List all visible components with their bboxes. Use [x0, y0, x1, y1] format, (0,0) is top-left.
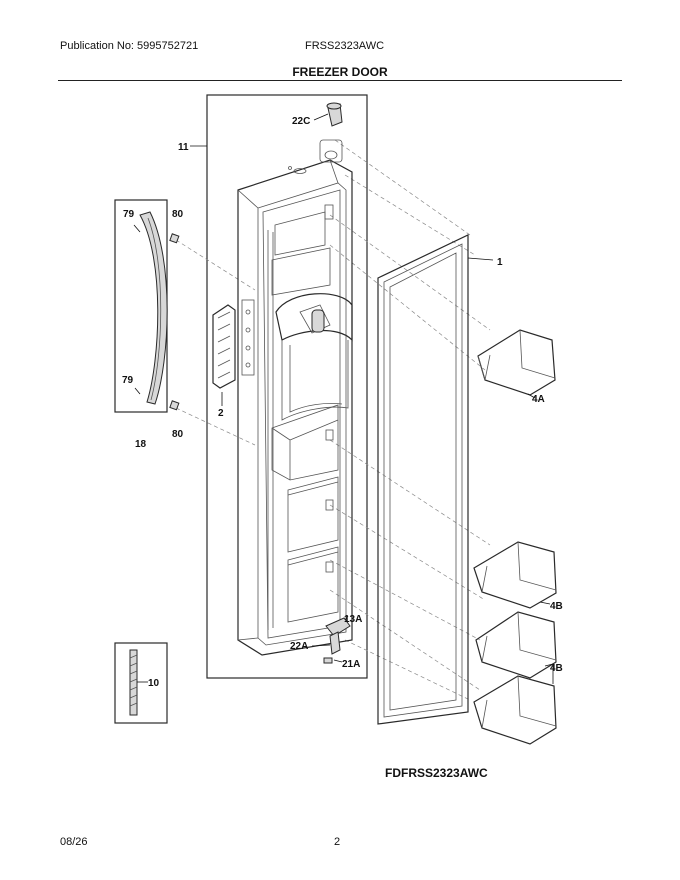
- part-13A-clip: [325, 617, 351, 637]
- label-79-bottom: 79: [122, 375, 134, 386]
- part-21A-screw: [323, 657, 333, 664]
- label-80-bottom: 80: [172, 429, 184, 440]
- label-22C: 22C: [292, 116, 310, 127]
- part-10-gasket-roll: [129, 649, 138, 716]
- part-22C-cap: [326, 102, 343, 127]
- part-4B-door-bin-1: [473, 541, 557, 609]
- part-4B-door-bin-3: [473, 675, 557, 745]
- label-22A: 22A: [290, 641, 308, 652]
- label-11: 11: [178, 142, 189, 153]
- diagram-code: FDFRSS2323AWC: [385, 766, 488, 780]
- part-22A-bracket: [329, 631, 341, 655]
- label-2: 2: [218, 408, 224, 419]
- label-1: 1: [497, 257, 503, 268]
- part-1-door-gasket: [377, 234, 494, 725]
- alignment-lines: [175, 139, 491, 701]
- publication-number: Publication No: 5995752721: [60, 40, 199, 52]
- part-4B-door-bin-2: [475, 611, 557, 679]
- part-18-handle: [133, 211, 168, 405]
- door-assembly-box: [206, 94, 368, 679]
- part-2-bracket: [212, 304, 236, 389]
- label-4B-upper: 4B: [550, 601, 563, 612]
- gasket-kit-box: [114, 642, 168, 724]
- label-18: 18: [135, 439, 147, 450]
- label-10: 10: [148, 678, 160, 689]
- model-number: FRSS2323AWC: [305, 40, 385, 52]
- inner-door-panel: [237, 139, 353, 656]
- label-4A: 4A: [532, 394, 545, 405]
- label-80-top: 80: [172, 209, 184, 220]
- label-13A: 13A: [344, 614, 362, 625]
- leader-lines: [137, 113, 554, 684]
- label-4B-lower: 4B: [550, 663, 563, 674]
- part-80-screws: [169, 233, 180, 411]
- footer-date: 08/26: [60, 836, 88, 848]
- header-rule: [58, 80, 622, 81]
- page-number: 2: [334, 836, 341, 848]
- section-title: FREEZER DOOR: [292, 65, 388, 79]
- part-4A-door-bin: [477, 329, 556, 396]
- label-79-top: 79: [123, 209, 135, 220]
- label-21A: 21A: [342, 659, 360, 670]
